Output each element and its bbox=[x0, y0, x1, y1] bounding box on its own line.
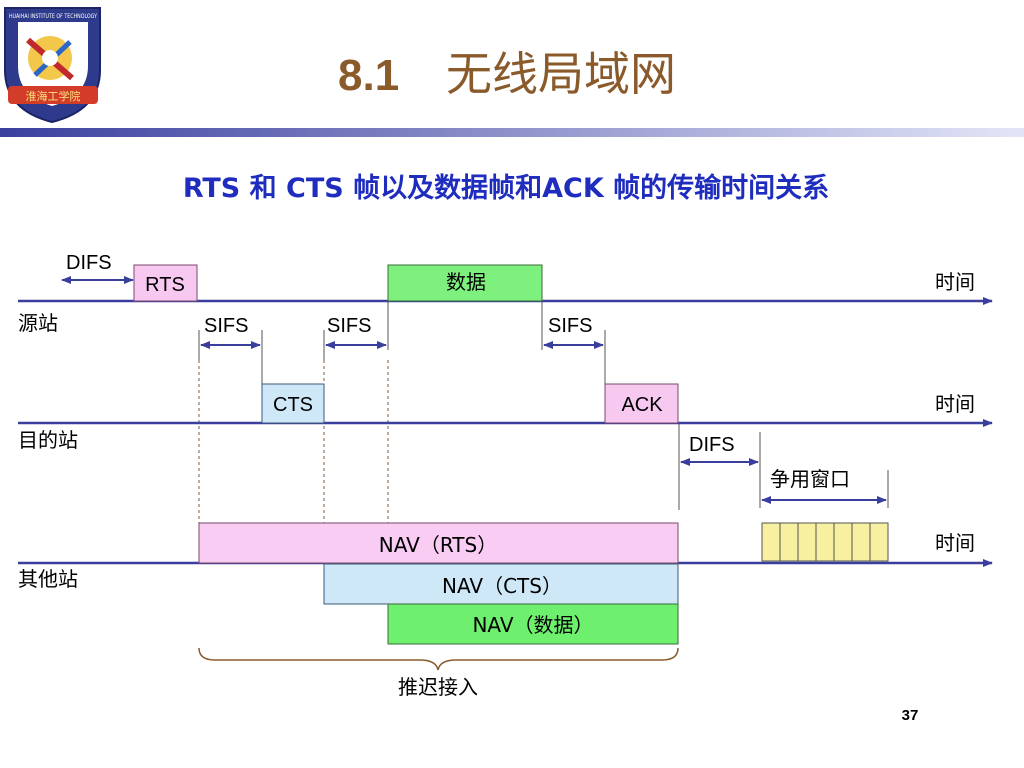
row-label-destination: 目的站 bbox=[18, 428, 78, 452]
rts-frame: RTS bbox=[133, 264, 198, 302]
cts-frame-label: CTS bbox=[273, 394, 313, 416]
sifs-2-label: SIFS bbox=[327, 315, 371, 337]
nav-rts-label: NAV（RTS） bbox=[379, 533, 497, 557]
sifs-3-label: SIFS bbox=[548, 315, 592, 337]
nav-data-label: NAV（数据） bbox=[472, 613, 593, 637]
data-frame-label: 数据 bbox=[446, 270, 486, 294]
nav-cts-bar: NAV（CTS） bbox=[323, 563, 679, 605]
data-frame: 数据 bbox=[387, 264, 543, 302]
defer-access-label: 推迟接入 bbox=[398, 675, 478, 699]
time-label-destination: 时间 bbox=[935, 392, 975, 416]
nav-rts-bar: NAV（RTS） bbox=[198, 522, 679, 564]
ack-frame-label: ACK bbox=[621, 394, 663, 416]
time-label-source: 时间 bbox=[935, 270, 975, 294]
rts-frame-label: RTS bbox=[145, 274, 185, 296]
interval-markers bbox=[198, 300, 889, 510]
header-bar bbox=[0, 128, 1024, 137]
slide-title-number: 8.1 bbox=[338, 51, 399, 100]
difs-dest-label: DIFS bbox=[689, 434, 735, 456]
page-number: 37 bbox=[902, 707, 919, 724]
ack-frame: ACK bbox=[604, 383, 679, 424]
logo-ring-text: HUAIHAI INSTITUTE OF TECHNOLOGY bbox=[9, 13, 97, 20]
slide-title: 无线局域网 bbox=[446, 47, 676, 101]
sifs-1-label: SIFS bbox=[204, 315, 248, 337]
difs-source-label: DIFS bbox=[66, 252, 112, 274]
row-label-source: 源站 bbox=[18, 311, 58, 335]
defer-access-brace bbox=[198, 647, 679, 671]
contention-slots bbox=[761, 522, 889, 562]
nav-data-bar: NAV（数据） bbox=[387, 603, 679, 645]
nav-cts-label: NAV（CTS） bbox=[442, 574, 562, 598]
cts-frame: CTS bbox=[261, 383, 325, 424]
diagram-subtitle: RTS 和 CTS 帧以及数据帧和ACK 帧的传输时间关系 bbox=[183, 172, 829, 204]
row-label-others: 其他站 bbox=[18, 567, 78, 591]
logo-chinese-text: 淮海工学院 bbox=[26, 89, 81, 103]
time-label-others: 时间 bbox=[935, 531, 975, 555]
contention-window-label: 争用窗口 bbox=[770, 467, 850, 491]
institute-logo: 淮海工学院 HUAIHAI INSTITUTE OF TECHNOLOGY bbox=[4, 7, 101, 124]
